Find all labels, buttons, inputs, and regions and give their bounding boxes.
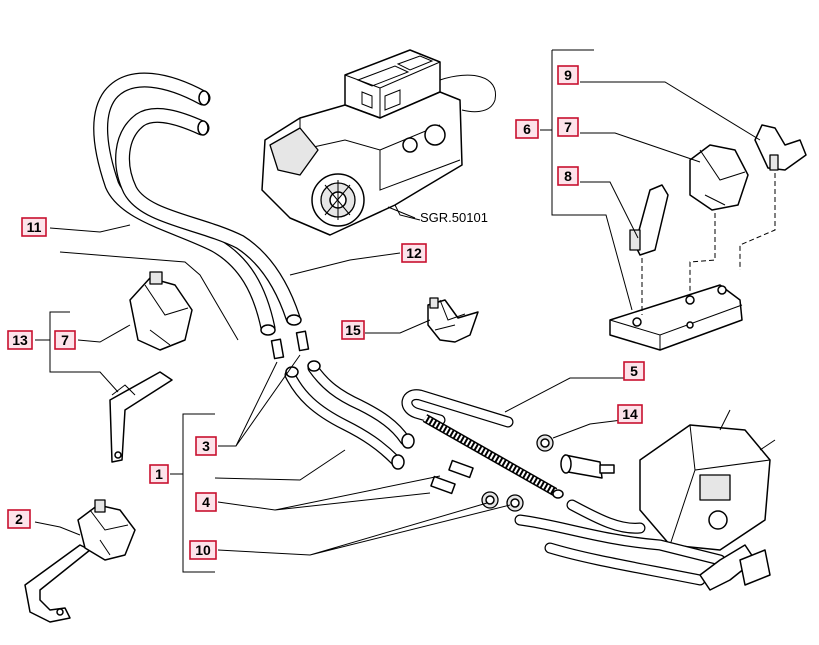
callout-3: 3 (195, 436, 217, 456)
clamp-fitting-14 (536, 434, 615, 479)
clip-bracket-group-13 (109, 271, 193, 463)
auxiliary-heater-unit (514, 409, 776, 591)
callout-4: 4 (195, 492, 217, 512)
dashed-guide-lines (641, 173, 776, 315)
callout-10: 10 (189, 540, 217, 560)
callout-6: 6 (515, 119, 539, 139)
svg-text:2: 2 (15, 511, 23, 527)
callout-15: 15 (341, 320, 365, 340)
rod-coil-5 (401, 389, 564, 499)
svg-text:9: 9 (564, 67, 572, 83)
svg-text:7: 7 (61, 332, 69, 348)
callout-5: 5 (623, 361, 645, 381)
svg-text:8: 8 (564, 168, 572, 184)
svg-text:10: 10 (195, 542, 211, 558)
svg-text:12: 12 (406, 245, 422, 261)
svg-text:15: 15 (345, 322, 361, 338)
svg-text:1: 1 (155, 466, 163, 482)
reference-code: SGR.50101 (420, 210, 488, 225)
callout-14: 14 (617, 404, 643, 424)
callout-12: 12 (401, 243, 427, 263)
clip-15 (427, 297, 479, 343)
svg-text:5: 5 (630, 363, 638, 379)
connector-pair-3 (270, 330, 310, 360)
callout-7-right: 7 (557, 117, 579, 137)
clamps-10 (481, 491, 524, 512)
leader-lines (34, 49, 761, 573)
svg-text:3: 3 (202, 438, 210, 454)
svg-text:13: 13 (12, 332, 28, 348)
bracket-group-6 (609, 124, 807, 351)
svg-text:7: 7 (564, 119, 572, 135)
pipe-assembly-1 (284, 360, 415, 470)
callout-1: 1 (149, 464, 169, 484)
callout-2: 2 (7, 509, 31, 529)
callout-8: 8 (557, 166, 579, 186)
leader-line-reference (387, 206, 416, 219)
callout-11: 11 (21, 217, 47, 237)
svg-text:11: 11 (27, 219, 42, 235)
heater-unit-drawing (261, 49, 496, 236)
callout-7-left: 7 (54, 330, 76, 350)
callout-9: 9 (557, 65, 579, 85)
callout-13: 13 (7, 330, 33, 350)
bracket-2 (24, 499, 136, 623)
svg-text:6: 6 (523, 121, 531, 137)
connectors-4 (430, 459, 474, 495)
hose-assembly-11-12 (93, 72, 302, 336)
svg-text:14: 14 (622, 406, 638, 422)
svg-text:4: 4 (202, 494, 210, 510)
